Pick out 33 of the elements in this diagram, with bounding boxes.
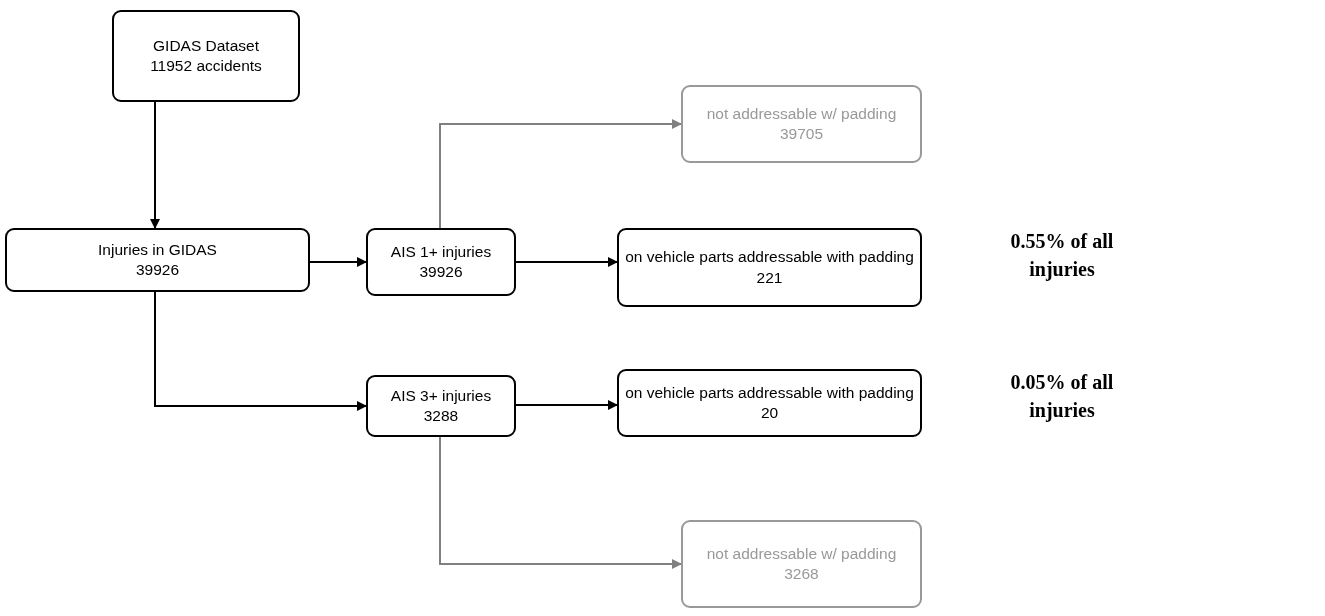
arrow (439, 436, 682, 569)
node-text: 39926 (135, 260, 180, 280)
process-box (366, 228, 516, 296)
process-box (5, 228, 310, 292)
arrow (150, 101, 160, 229)
node-text: 3268 (784, 564, 819, 584)
node-text: AIS 3+ injuries (390, 385, 492, 406)
arrow (309, 257, 367, 267)
node-text: 221 (756, 267, 783, 288)
node-text: 20 (760, 403, 779, 423)
node-text: not addressable w/ padding (706, 543, 897, 564)
arrow (515, 400, 618, 410)
node-text: 11952 accidents (150, 56, 262, 76)
process-box (366, 375, 516, 437)
node-text: 3288 (423, 406, 459, 426)
dataset-box (112, 10, 300, 102)
node-text: on vehicle parts addressable with padding (625, 247, 914, 268)
outcome-box (681, 85, 922, 163)
arrow (439, 119, 682, 229)
node-text: not addressable w/ padding (706, 103, 897, 124)
node-text: Injuries in GIDAS (98, 239, 217, 260)
node-text: 39705 (779, 124, 824, 144)
outcome-box (681, 520, 922, 608)
arrow (154, 291, 367, 411)
node-text: on vehicle parts addressable with padding (625, 382, 914, 403)
node-text: 39926 (419, 262, 463, 282)
outcome-box (617, 369, 922, 437)
outcome-box (617, 228, 922, 307)
percentage-note: 0.05% of all injuries (1009, 370, 1115, 424)
node-text: AIS 1+ injuries (390, 241, 492, 262)
percentage-note: 0.55% of all injuries (1009, 229, 1115, 283)
arrow (515, 257, 618, 267)
node-text: GIDAS Dataset (153, 35, 259, 56)
